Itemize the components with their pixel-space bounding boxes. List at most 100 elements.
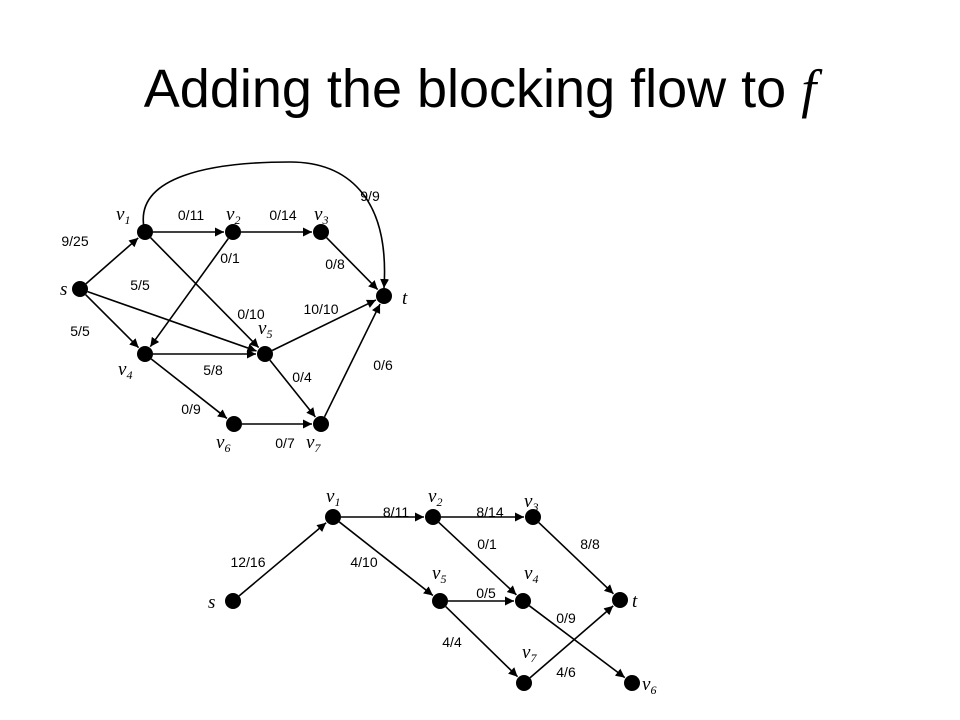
g2-edge-s-v1	[238, 522, 327, 597]
g1-node-v6	[226, 416, 242, 432]
g2-edge-label-v2-v4: 0/1	[477, 536, 497, 552]
g1-node-label-sub-v7: 7	[314, 441, 321, 455]
g2-edge-label-v2-v3: 8/14	[476, 504, 503, 520]
g2-edge-label-v7-t: 4/6	[556, 664, 576, 680]
g1-node-label-base-v2: v	[226, 204, 235, 225]
g1-edge-label-v7-t: 0/6	[373, 357, 393, 373]
g1-node-label-v1: v1	[116, 204, 130, 227]
g1-node-label-base-t: t	[402, 288, 408, 309]
g1-edge-s-v5	[87, 290, 257, 353]
g1-node-s	[72, 281, 88, 297]
g1-node-label-sub-v1: 1	[124, 213, 130, 227]
g1-edge-label-v5-v7: 0/4	[292, 369, 312, 385]
g1-node-label-v6: v6	[216, 432, 230, 455]
g1-node-label-base-v3: v	[314, 204, 323, 225]
g2-edges	[238, 512, 626, 679]
slide-title: Adding the blocking flow to f	[0, 58, 960, 120]
g1-node-label-sub-v4: 4	[126, 368, 132, 382]
g1-node-label-s: s	[60, 279, 67, 300]
g2-node-label-v4: v4	[524, 563, 538, 586]
g2-edge-v2-v4	[438, 521, 517, 596]
g2-edge-label-v5-v4: 0/5	[476, 585, 496, 601]
g2-node-label-t: t	[632, 591, 638, 612]
g2-node-label-v7: v7	[522, 642, 537, 665]
g2-node-v6	[624, 675, 640, 691]
g2-node-label-base-s: s	[208, 592, 215, 613]
g2-node-label-sub-v7: 7	[530, 651, 537, 665]
g1-node-label-sub-v3: 3	[321, 213, 328, 227]
g1-node-label-t: t	[402, 288, 408, 309]
g2-node-v5	[432, 593, 448, 609]
g2-node-label-v6: v6	[642, 674, 656, 697]
g1-edge-label-s-v1: 9/25	[61, 233, 88, 249]
g2-edge-label-v1-v5: 4/10	[350, 554, 377, 570]
g1-edge-label-s-v5: 5/5	[130, 277, 150, 293]
g1-edge-v3-t	[326, 237, 379, 291]
g1-node-t	[376, 288, 392, 304]
g2-node-label-sub-v4: 4	[532, 572, 538, 586]
g1-edge-label-v1-v5: 0/10	[237, 306, 264, 322]
g2-edge-v5-v7	[445, 606, 519, 678]
g1-node-label-v5: v5	[258, 318, 272, 341]
g2-edge-label-v4-v6: 0/9	[556, 610, 576, 626]
g1-edge-v1-t	[142, 161, 390, 289]
g1-node-v5	[257, 346, 273, 362]
g1-node-label-sub-v6: 6	[224, 441, 230, 455]
g1-node-label-sub-v2: 2	[234, 213, 240, 227]
g2-edge-v1-v5	[338, 521, 434, 597]
g1-edge-v7-t	[323, 303, 381, 418]
g1-node-v3	[313, 224, 329, 240]
g1-edge-label-v4-v6: 0/9	[181, 401, 201, 417]
g1-edge-v5-v7	[269, 359, 317, 418]
g1-node-label-v4: v4	[118, 359, 132, 382]
g1-node-label-base-v5: v	[258, 318, 267, 339]
g1-node-v7	[313, 416, 329, 432]
g2-node-s	[225, 593, 241, 609]
g2-node-label-base-v5: v	[432, 563, 441, 584]
g2-node-label-s: s	[208, 592, 215, 613]
g2-edge-v3-t	[538, 521, 615, 595]
g1-edge-label-v6-v7: 0/7	[275, 435, 295, 451]
g2-node-v2	[425, 509, 441, 525]
g1-edges	[85, 161, 390, 429]
g1-node-v1	[137, 224, 153, 240]
g2-node-v7	[516, 675, 532, 691]
g1-node-label-base-v1: v	[116, 204, 125, 225]
g1-edge-label-v2-v4: 0/1	[220, 250, 240, 266]
g2-node-label-base-t: t	[632, 591, 638, 612]
g1-node-label-v7: v7	[306, 432, 321, 455]
g2-node-label-sub-v2: 2	[436, 495, 442, 509]
g2-node-v3	[525, 509, 541, 525]
g1-node-v2	[225, 224, 241, 240]
g2-node-label-sub-v6: 6	[650, 683, 656, 697]
g1-edge-s-v1	[85, 237, 139, 285]
g2-node-label-v3: v3	[524, 491, 538, 514]
g2-node-label-base-v4: v	[524, 563, 533, 584]
g1-edge-label-v5-t: 10/10	[303, 301, 338, 317]
g2-edge-label-v3-t: 8/8	[580, 536, 600, 552]
g1-edge-s-v4	[85, 294, 140, 349]
g1-edge-label-v4-v5: 5/8	[203, 362, 223, 378]
g2-edge-v4-v6	[528, 605, 626, 679]
g1-edge-label-s-v4: 5/5	[70, 323, 90, 339]
g2-node-label-base-v3: v	[524, 491, 533, 512]
g1-node-label-base-v6: v	[216, 432, 225, 453]
g2-node-t	[612, 592, 628, 608]
g1-edge-v5-t	[271, 299, 377, 352]
g2-node-label-sub-v5: 5	[440, 572, 446, 586]
g1-edge-v4-v6	[150, 358, 228, 420]
g1-edge-v2-v4	[149, 238, 229, 348]
g2-edge-label-v1-v2: 8/11	[383, 504, 409, 520]
g2-node-label-v2: v2	[428, 486, 442, 509]
g1-node-label-v3: v3	[314, 204, 328, 227]
g2-node-label-sub-v1: 1	[334, 495, 340, 509]
g1-edge-label-v3-t: 0/8	[325, 256, 345, 272]
g2-node-label-base-v2: v	[428, 486, 437, 507]
g2-edge-v7-t	[529, 605, 614, 679]
g1-edge-label-v1-v2: 0/11	[178, 207, 204, 223]
